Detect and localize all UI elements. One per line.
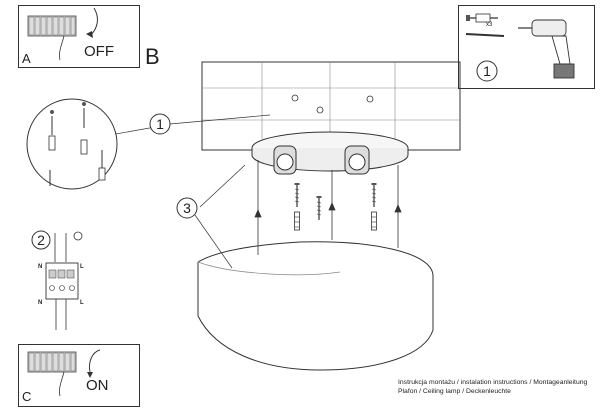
panel-a-letter: A xyxy=(22,51,31,66)
caption-line-2: Plafon / Ceiling lamp / Deckenleuchte xyxy=(398,388,511,395)
panel-a-frame xyxy=(18,5,140,68)
instruction-caption: Instrukcja montażu / instalation instruc… xyxy=(398,378,598,396)
breaker-panel-on xyxy=(27,349,101,397)
breaker-panel-off xyxy=(27,7,98,61)
callout-circle-tools xyxy=(476,60,498,82)
callout-number-wiring: 2 xyxy=(37,232,45,248)
mounting-detail-circle xyxy=(26,98,118,190)
terminal-n-label-bottom: N xyxy=(38,300,43,306)
drum-shade xyxy=(197,241,434,371)
callout-circle-3 xyxy=(176,197,198,219)
drill-icon xyxy=(518,19,575,79)
callout-number-tools: 1 xyxy=(483,63,491,79)
terminal-n-label: N xyxy=(38,264,43,270)
assembly-arrows xyxy=(254,160,402,255)
leader-lines xyxy=(109,114,271,269)
callout-circle-2 xyxy=(31,230,51,250)
callout-circle-1 xyxy=(149,113,171,135)
lamp-socket-left xyxy=(273,145,297,175)
screw-quantity-label: x3 xyxy=(486,22,493,28)
switch-off-label: OFF xyxy=(84,43,114,60)
panel-b-letter: B xyxy=(145,44,160,69)
terminal-l-label-bottom: L xyxy=(80,300,84,306)
terminal-l-label: L xyxy=(80,264,84,270)
mounting-base xyxy=(251,94,409,175)
ceiling-slab xyxy=(201,61,461,151)
fixing-screws xyxy=(293,182,378,231)
callout-number-mount: 1 xyxy=(156,116,164,132)
panel-c-letter: C xyxy=(22,389,32,404)
switch-on-label: ON xyxy=(86,377,109,394)
tools-frame xyxy=(458,5,595,89)
wiring-terminal-block xyxy=(45,231,83,330)
caption-line-1: Instrukcja montażu / instalation instruc… xyxy=(398,379,588,386)
lamp-socket-right xyxy=(344,145,370,175)
panel-c-frame xyxy=(18,344,140,407)
callout-number-shade: 3 xyxy=(183,200,191,216)
tools-illustration xyxy=(465,13,575,79)
